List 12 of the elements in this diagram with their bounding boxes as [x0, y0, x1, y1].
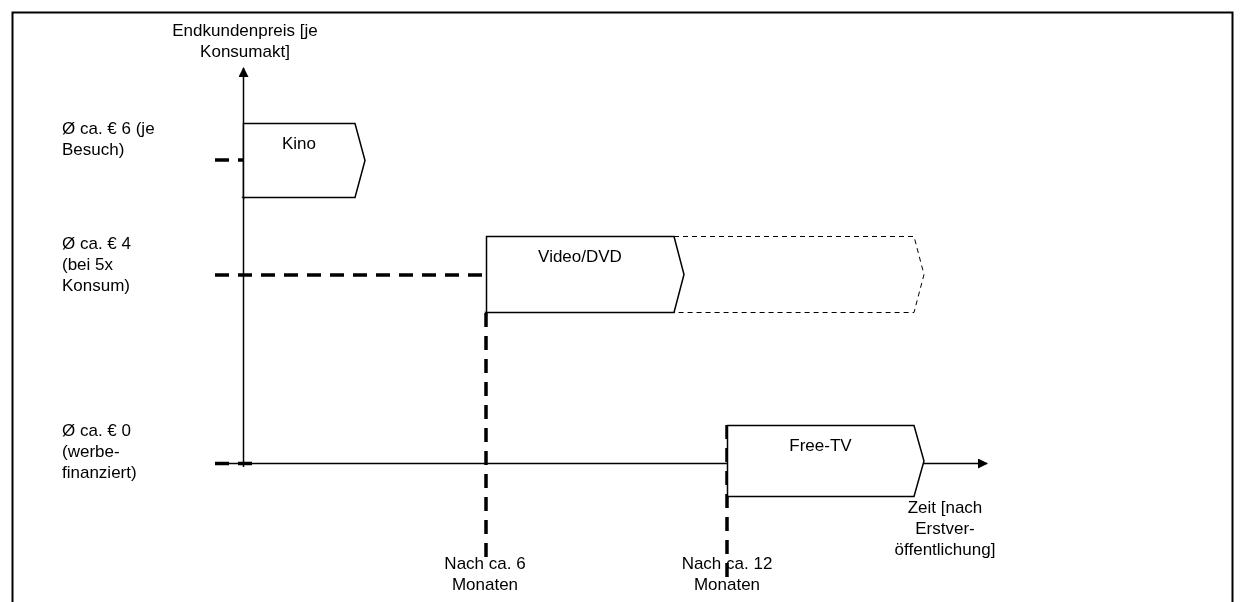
time-label: Nach ca. 6 Monaten	[443, 553, 527, 595]
price-label: Ø ca. € 6 (je Besuch)	[62, 118, 156, 160]
axis-title: Zeit [nach Erstver-öffentlichung]	[893, 497, 997, 560]
phase-arrow-shape	[727, 425, 925, 497]
price-label: Ø ca. € 4 (bei 5x Konsum)	[62, 233, 132, 296]
phase-arrow-shape	[486, 236, 685, 313]
axis-title: Endkundenpreis [je Konsumakt]	[171, 20, 319, 62]
phase-arrow-shape	[243, 123, 366, 198]
phase-label: Free-TV	[788, 435, 853, 456]
price-label: Ø ca. € 0 (werbe-finanziert)	[62, 420, 138, 483]
phase-label: Video/DVD	[537, 246, 623, 267]
phase-label: Kino	[281, 133, 317, 154]
